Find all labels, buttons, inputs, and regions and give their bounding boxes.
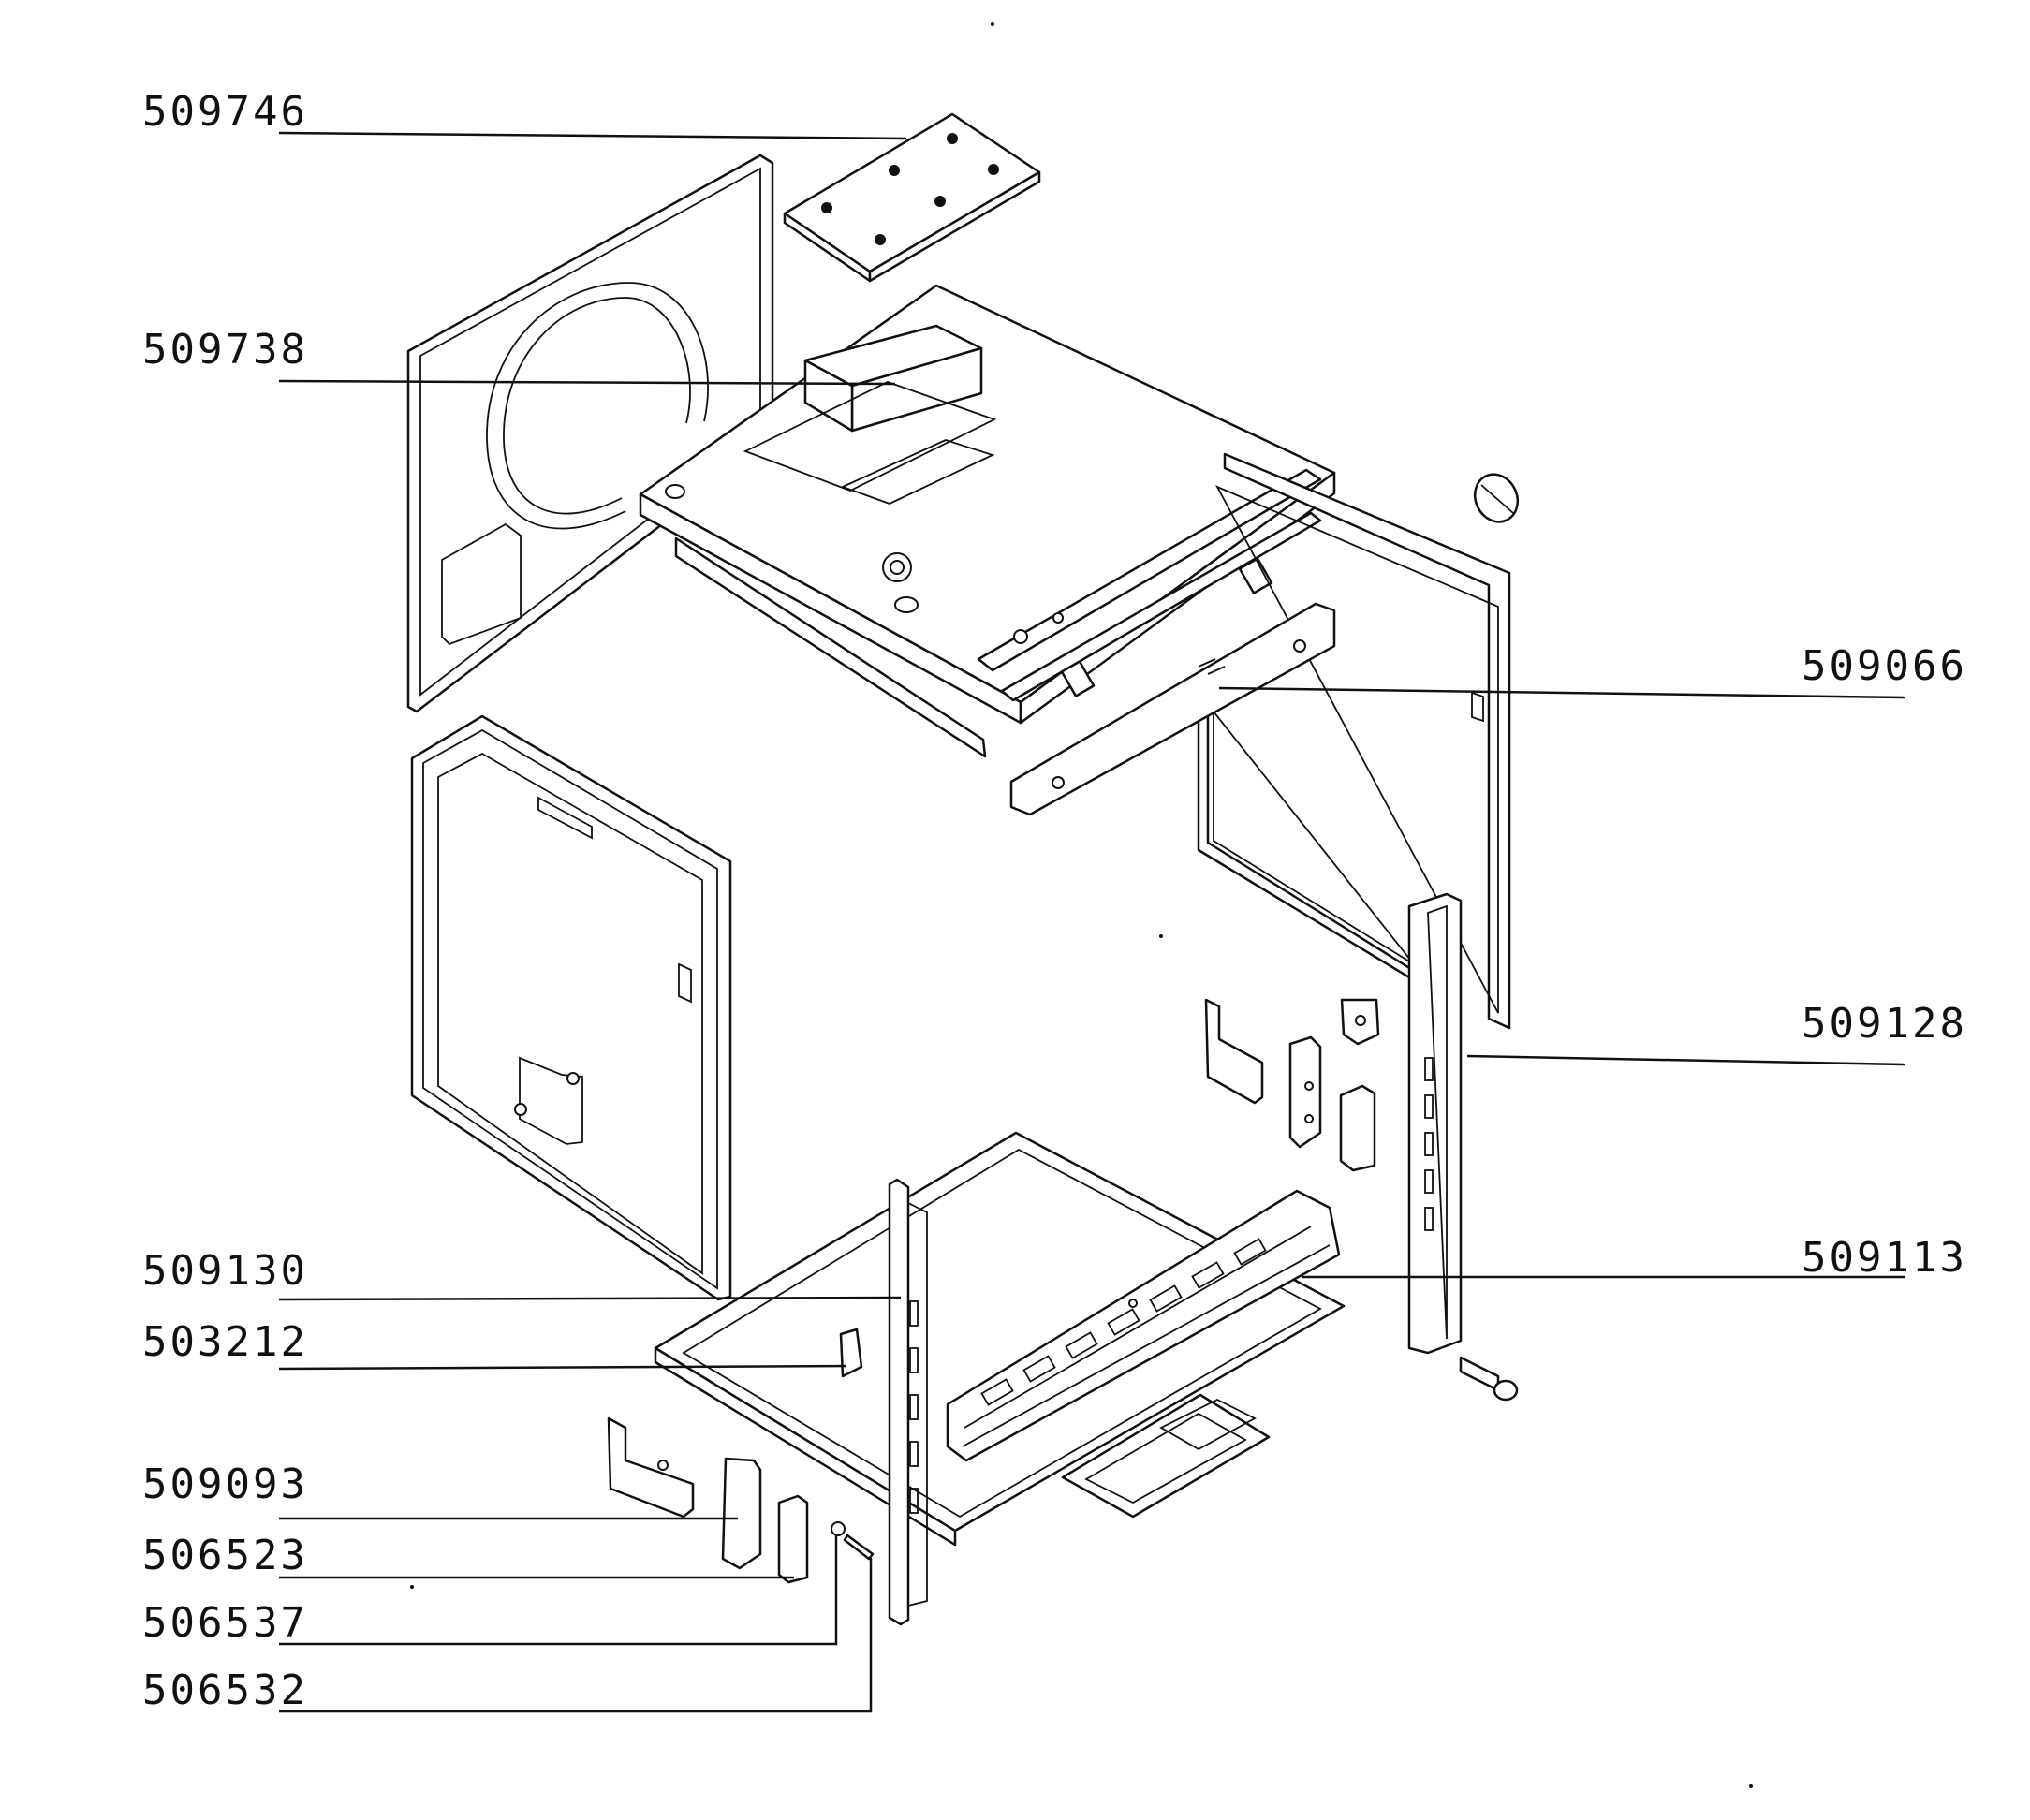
label-503212: 503212 <box>142 1318 308 1366</box>
leader-509738 <box>278 379 896 386</box>
left-front-frame-part <box>410 714 732 1301</box>
label-506532: 506532 <box>142 1666 308 1714</box>
label-509128: 509128 <box>1802 1000 1967 1048</box>
leader-lines <box>278 131 1906 1713</box>
label-509738: 509738 <box>142 326 308 374</box>
part-labels: 509746 509738 509066 509128 509113 50913… <box>142 88 1967 1714</box>
left-side-rail-part <box>888 1178 928 1626</box>
bottom-rail-part <box>946 1189 1341 1462</box>
right-side-frame-part <box>1197 452 1520 1030</box>
leader-509130 <box>278 1296 902 1301</box>
label-509066: 509066 <box>1802 642 1967 690</box>
back-panel-part <box>406 154 774 713</box>
label-506523: 506523 <box>142 1532 308 1579</box>
label-509113: 509113 <box>1802 1234 1967 1282</box>
label-509746: 509746 <box>142 88 308 136</box>
label-509093: 509093 <box>142 1460 308 1508</box>
leader-506537 <box>279 1535 838 1646</box>
leader-506532 <box>279 1558 873 1713</box>
leader-509066 <box>1218 686 1906 699</box>
right-side-rail-part <box>1407 892 1519 1402</box>
leader-509128 <box>1466 1054 1906 1066</box>
bottom-tray-part <box>654 1131 1346 1547</box>
leader-503212 <box>278 1364 847 1371</box>
label-509130: 509130 <box>142 1247 308 1295</box>
top-plate-part <box>783 112 1041 283</box>
leader-509746 <box>278 131 907 140</box>
left-hinge-group <box>607 1328 875 1584</box>
label-506537: 506537 <box>142 1599 308 1647</box>
top-rail-part <box>1009 602 1336 816</box>
scan-specks <box>410 22 1753 1788</box>
right-hinge-group <box>1204 998 1380 1172</box>
